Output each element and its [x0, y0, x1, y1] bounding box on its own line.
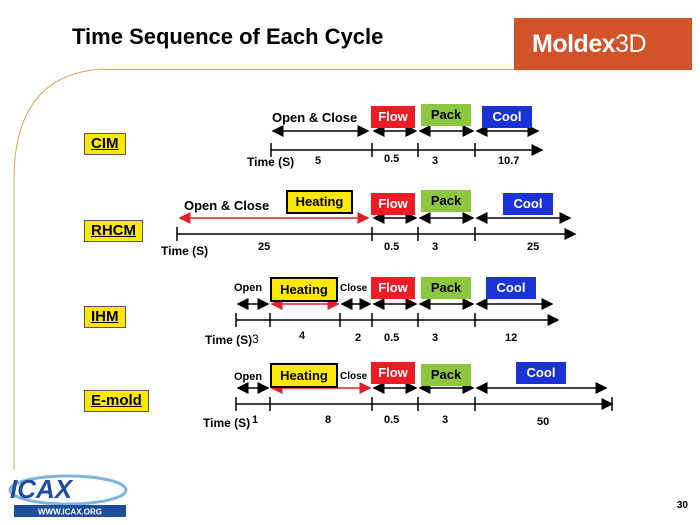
ihm-time-value: 2 [355, 332, 362, 344]
page-title: Time Sequence of Each Cycle [72, 24, 384, 49]
ihm-flow-block: Flow [371, 277, 415, 299]
cim-timeline [270, 125, 544, 157]
ihm-time-value: 3 [432, 332, 439, 344]
page-number: 30 [676, 500, 688, 511]
cim-time-value: 5 [315, 155, 322, 167]
cim-flow-block: Flow [371, 106, 415, 128]
emold-flow-block: Flow [371, 362, 415, 384]
ihm-pack-block: Pack [421, 277, 471, 299]
rhcm-pack-block: Pack [421, 190, 471, 212]
brand-logo [514, 18, 692, 70]
row-label-ihm: IHM [84, 306, 126, 328]
icax-logo: ICAX WWW.ICAX.ORG [8, 474, 128, 517]
rhcm-time-value: 25 [527, 241, 540, 253]
cim-pack-block: Pack [421, 104, 471, 126]
ihm-time-value: 0.5 [384, 332, 400, 344]
row-label-emold: E-mold [84, 390, 149, 412]
emold-time-label: Time (S) [203, 416, 251, 430]
cim-cool-block: Cool [482, 106, 532, 128]
ihm-open-label: Open [234, 282, 263, 294]
emold-close-label: Close [340, 371, 368, 382]
ihm-time-value: 3 [252, 332, 259, 346]
ihm-time-label: Time (S) [205, 333, 253, 347]
ihm-heating-block: Heating [270, 277, 338, 302]
cim-time-value: 3 [432, 155, 439, 167]
rhcm-timeline [176, 212, 577, 241]
row-label-cim: CIM [84, 133, 126, 155]
emold-heating-block: Heating [270, 363, 338, 388]
rhcm-time-value: 0.5 [384, 241, 400, 253]
cim-time-label: Time (S) [247, 155, 295, 169]
icax-url-text: WWW.ICAX.ORG [38, 508, 102, 517]
emold-time-value: 1 [252, 414, 259, 426]
rhcm-heating-block: Heating [286, 190, 353, 214]
ihm-time-value: 12 [505, 332, 518, 344]
row-label-rhcm: RHCM [84, 220, 143, 242]
ihm-timeline [235, 298, 560, 327]
emold-time-value: 0.5 [384, 414, 400, 426]
rhcm-cool-block: Cool [503, 193, 553, 215]
cim-time-value: 0.5 [384, 153, 400, 165]
emold-time-value: 8 [325, 414, 332, 426]
emold-cool-block: Cool [516, 362, 566, 384]
icax-logo-text: ICAX [10, 474, 74, 504]
rhcm-time-label: Time (S) [161, 244, 209, 258]
cim-time-value: 10.7 [498, 155, 520, 167]
cim-open-close-label: Open & Close [272, 110, 358, 125]
emold-pack-block: Pack [421, 364, 471, 386]
rhcm-flow-block: Flow [371, 193, 415, 215]
emold-timeline [235, 382, 614, 411]
title-underline [102, 69, 514, 70]
emold-time-value: 50 [537, 416, 550, 428]
ihm-cool-block: Cool [486, 277, 536, 299]
ihm-time-value: 4 [299, 330, 306, 342]
rhcm-time-value: 3 [432, 241, 439, 253]
rhcm-time-value: 25 [258, 241, 271, 253]
ihm-close-label: Close [340, 283, 368, 294]
brand-logo-text: Moldex3D [532, 30, 647, 58]
emold-open-label: Open [234, 371, 263, 383]
emold-time-value: 3 [442, 414, 449, 426]
rhcm-open-close-label: Open & Close [184, 198, 270, 213]
